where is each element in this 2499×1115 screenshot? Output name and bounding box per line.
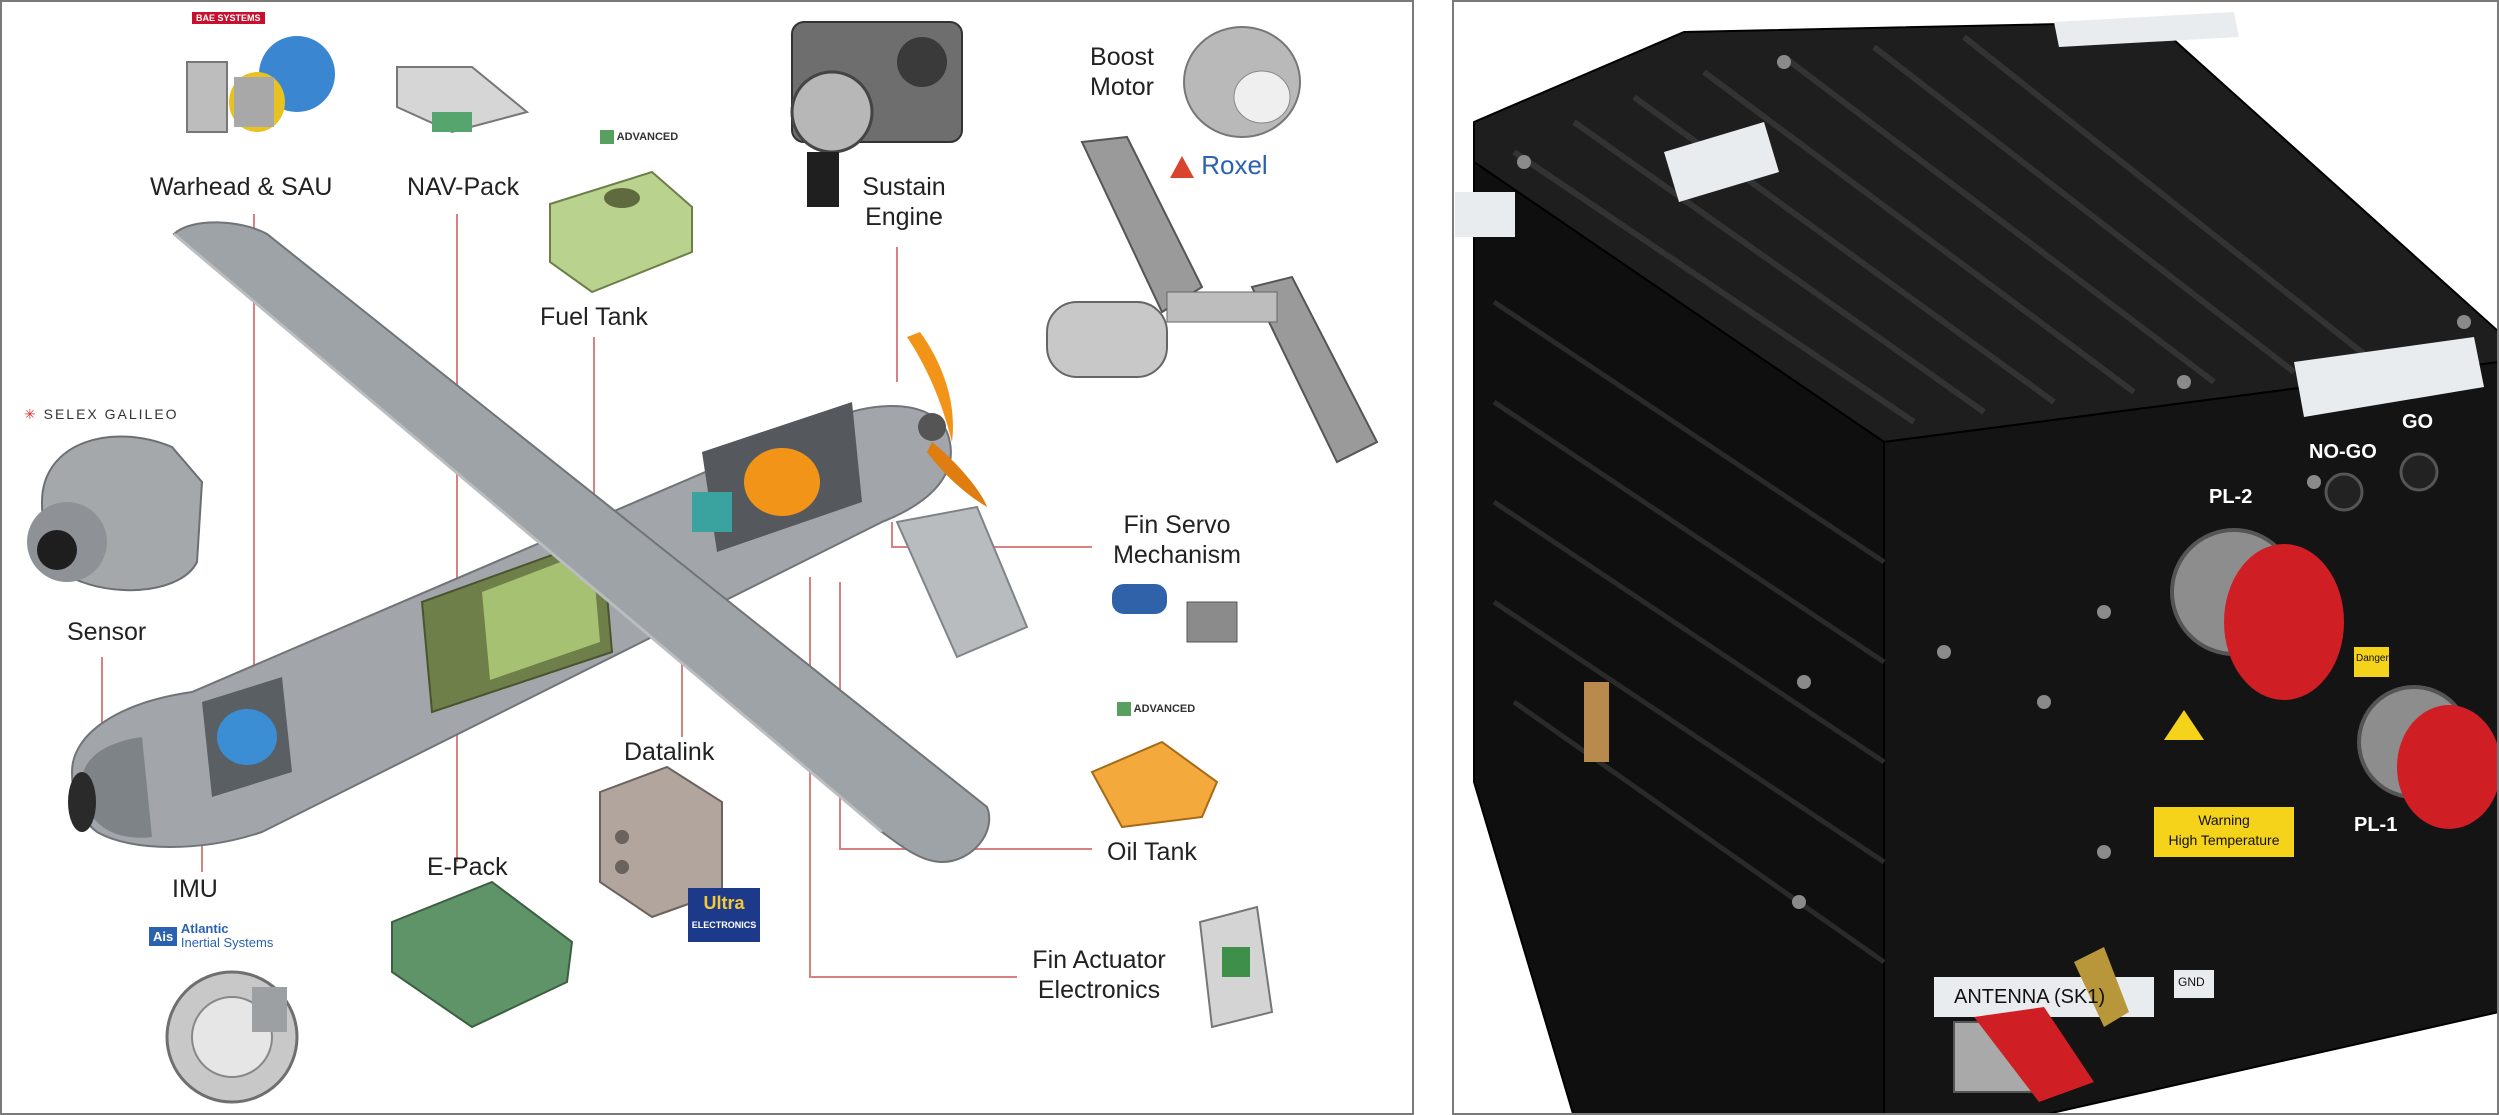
top-edge-sticker (2054, 12, 2239, 47)
oiltank-component (1090, 740, 1219, 829)
label-sustain-line1: Sustain (862, 173, 946, 201)
label-fin-servo: Fin Servo Mechanism (1102, 510, 1252, 570)
imu-component (165, 970, 299, 1104)
antenna-red-cap (1974, 1007, 2094, 1102)
drone-illustration (27, 21, 1379, 1104)
nogo-indicator (2324, 472, 2364, 512)
ais-logo-text-1: Atlantic (180, 921, 229, 936)
label-finact-line1: Fin Actuator (1032, 946, 1166, 974)
roxel-logo: Roxel (1170, 150, 1268, 181)
go-indicator (2399, 452, 2439, 492)
laser-warning-icon (2164, 710, 2204, 740)
side-warning-sticker (1584, 682, 1609, 762)
gnd-label-plate (2174, 970, 2214, 998)
ais-mark-icon: Ais (149, 926, 178, 946)
propeller (907, 332, 987, 507)
label-boost-line1: Boost (1090, 43, 1154, 71)
ultra-electronics-logo: Ultra ELECTRONICS (688, 888, 760, 942)
label-oil-tank: Oil Tank (1107, 838, 1197, 866)
hardware-photo-panel: PL-2 NO-GO GO PL-1 Warning High Temperat… (1452, 0, 2499, 1115)
label-warhead-sau: Warhead & SAU (150, 173, 333, 201)
label-warning-line2: High Temperature (2168, 832, 2280, 848)
label-nav-pack: NAV-Pack (407, 173, 520, 201)
atlantic-inertial-logo: Ais Atlantic Inertial Systems (149, 922, 273, 950)
selex-star-icon: ✳ (24, 406, 38, 422)
gnd-terminal (2074, 947, 2129, 1027)
radio-unit-illustration (1455, 12, 2497, 1113)
danger-sticker (2354, 647, 2389, 677)
label-finservo-line2: Mechanism (1113, 541, 1241, 569)
epack-component (391, 880, 574, 1029)
roxel-logo-text: Roxel (1201, 150, 1268, 180)
label-pl1: PL-1 (2354, 814, 2398, 836)
ultra-logo-text: Ultra (703, 893, 745, 913)
label-warning-line1: Warning (2198, 812, 2250, 828)
tail-fin (895, 505, 1029, 659)
ais-logo-text-2: Inertial Systems (180, 935, 274, 950)
label-fin-actuator: Fin Actuator Electronics (1024, 945, 1174, 1005)
label-finservo-line1: Fin Servo (1123, 511, 1231, 539)
label-imu: IMU (172, 875, 218, 903)
datalink-component (599, 765, 723, 919)
label-sensor: Sensor (67, 618, 147, 646)
afs-logo-text-1: ADVANCED (616, 130, 679, 143)
label-danger: Danger (2356, 653, 2389, 664)
selex-logo-text: SELEX GALILEO (43, 406, 179, 422)
afs-mark-icon-2 (1117, 702, 1131, 716)
label-go: GO (2402, 411, 2434, 433)
side-label-sticker (1455, 192, 1515, 237)
fuselage (68, 402, 952, 848)
label-sustain-line2: Engine (865, 203, 943, 231)
label-finact-line2: Electronics (1037, 976, 1161, 1004)
advanced-fuel-systems-logo-2: ADVANCED (1117, 702, 1195, 716)
box-side-face (1473, 160, 1885, 1113)
label-fuel-tank: Fuel Tank (540, 303, 648, 331)
advanced-fuel-systems-logo-1: ADVANCED (600, 130, 678, 144)
id-label-sticker (2294, 337, 2484, 417)
roxel-triangle-icon (1170, 156, 1194, 179)
navpack-component (396, 66, 530, 134)
label-boost-line2: Motor (1090, 73, 1154, 101)
label-e-pack: E-Pack (427, 853, 508, 881)
label-antenna: ANTENNA (SK1) (1954, 986, 2106, 1008)
label-boost-motor: Boost Motor (1072, 42, 1172, 102)
wing (172, 221, 991, 864)
fueltank-component (549, 170, 693, 294)
selex-galileo-logo: ✳ SELEX GALILEO (24, 406, 179, 423)
fin-servo-component (1112, 584, 1238, 643)
pl2-red-cap (2224, 544, 2344, 700)
label-gnd: GND (2178, 975, 2205, 989)
fin-actuator-component (1198, 905, 1274, 1029)
ultra-electronics-text: ELECTRONICS (691, 920, 757, 930)
warhead-component (186, 36, 335, 133)
warning-temp-sticker (2154, 807, 2294, 857)
afs-mark-icon (600, 130, 614, 144)
label-datalink: Datalink (624, 738, 715, 766)
sensor-component (27, 435, 204, 592)
cooling-fins (1512, 34, 2376, 425)
exploded-diagram-panel: Warhead & SAU NAV-Pack Fuel Tank Sustain… (0, 0, 1414, 1115)
afs-logo-text-2: ADVANCED (1133, 702, 1196, 715)
pl1-red-cap (2397, 705, 2497, 829)
bae-systems-logo: BAE SYSTEMS (192, 12, 265, 24)
label-warning-temp: Warning High Temperature (2154, 810, 2294, 850)
fin-assembly-component (1046, 135, 1379, 464)
label-pl2: PL-2 (2209, 486, 2253, 508)
top-label-sticker (1664, 122, 1779, 202)
label-no-go: NO-GO (2309, 441, 2377, 463)
label-sustain-engine: Sustain Engine (854, 172, 954, 232)
side-fins (1492, 299, 1886, 965)
engine-component (790, 21, 963, 207)
boost-motor-component (1183, 26, 1301, 138)
screws (1517, 55, 2471, 909)
